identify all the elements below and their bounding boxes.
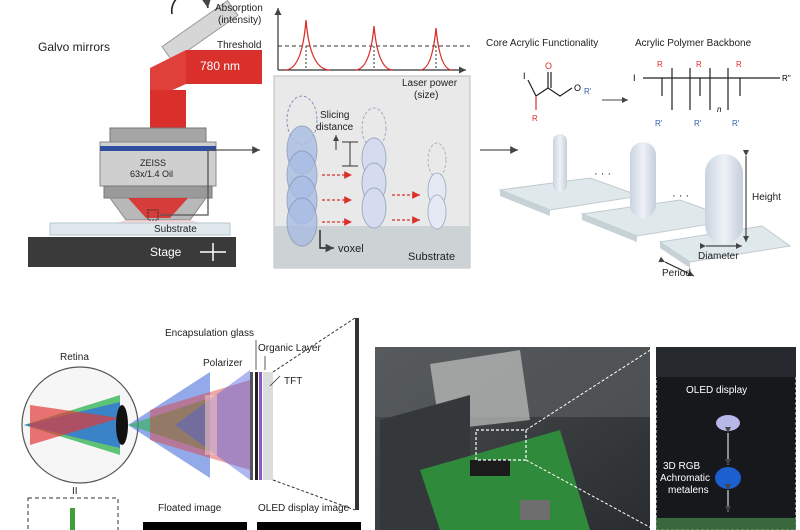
- height-label: Height: [752, 192, 781, 203]
- y-axis-label-1: Absorption: [215, 3, 263, 14]
- encapsulation-layer: [255, 372, 258, 480]
- polymer-backbone-structure: [643, 68, 780, 110]
- chemistry-diagram: I O O R' R I R R R R'' R' R' R' n: [498, 60, 791, 277]
- threshold-label: Threshold: [217, 40, 262, 51]
- pillar-2: [630, 142, 656, 218]
- svg-text:R: R: [696, 60, 702, 69]
- svg-text:R: R: [736, 60, 742, 69]
- dashed-box: [27, 497, 119, 530]
- period-label: Period: [662, 268, 691, 279]
- peak-3: [419, 27, 453, 71]
- encapsulation-label: Encapsulation glass: [165, 328, 254, 339]
- voxel-stack-3: [427, 142, 447, 230]
- svg-text:R': R': [732, 119, 740, 128]
- substrate-plate: [49, 222, 231, 236]
- laser-beam-horizontal: [186, 50, 262, 84]
- period-arrow: [658, 256, 695, 277]
- diameter-label: Diameter: [698, 251, 739, 262]
- svg-text:R: R: [532, 114, 538, 123]
- slicing-label-1: Slicing: [320, 110, 350, 121]
- y-axis-label-2: (intensity): [218, 15, 262, 26]
- objective-brand: ZEISS: [140, 158, 167, 168]
- svg-text:R': R': [655, 119, 663, 128]
- inset-metalens-3: metalens: [668, 485, 709, 496]
- stage-arrows-icon: [200, 243, 226, 261]
- retina-label: Retina: [60, 352, 89, 363]
- eye-lens: [116, 405, 128, 445]
- core-title: Core Acrylic Functionality: [486, 38, 599, 49]
- oled-glow: [716, 415, 740, 431]
- voxel-stack-1: [286, 95, 318, 247]
- plate-1: [498, 177, 641, 211]
- galvo-label: Galvo mirrors: [38, 40, 111, 54]
- organic-layer: [259, 372, 262, 480]
- oled-image: [257, 522, 361, 530]
- svg-text:I: I: [633, 73, 636, 83]
- pillar-3: [705, 154, 743, 244]
- voxel-pointer: [319, 230, 334, 253]
- svg-text:R': R': [694, 119, 702, 128]
- laser-beam-vertical: [150, 90, 186, 130]
- oled-image-label: OLED display image: [258, 503, 350, 514]
- voxel-stack-2: [361, 107, 387, 229]
- backbone-title: Acrylic Polymer Backbone: [635, 38, 752, 49]
- svg-text:R'': R'': [782, 74, 791, 83]
- slicing-label-2: distance: [316, 122, 354, 133]
- objective-top: [109, 127, 207, 143]
- inset-metalens-2: Achromatic: [660, 473, 711, 484]
- focused-beam: [128, 198, 188, 218]
- svg-text:R': R': [584, 87, 592, 96]
- laser-beam-reflect: [150, 50, 186, 100]
- zoom-box: [475, 429, 527, 461]
- substrate-label-left: Substrate: [154, 224, 197, 235]
- core-acrylic-structure: [527, 72, 573, 110]
- svg-text:n: n: [717, 105, 722, 114]
- inset-photo: [655, 346, 797, 530]
- ellipsis-1: · · ·: [594, 168, 612, 180]
- x-axis-label-1: Laser power: [402, 78, 458, 89]
- inset-oled-label: OLED display: [686, 385, 748, 396]
- tft-layer: [263, 372, 273, 480]
- x-axis-label-2: (size): [414, 90, 439, 101]
- svg-text:R: R: [657, 60, 663, 69]
- optics-diagram: [21, 317, 361, 530]
- inset-metalens-1: 3D RGB: [663, 461, 701, 472]
- rotation-arrow-icon: [170, 0, 212, 15]
- polarizer-label: Polarizer: [203, 358, 243, 369]
- tft-label: TFT: [284, 376, 303, 387]
- svg-text:O: O: [574, 83, 581, 93]
- peak-2: [354, 25, 394, 71]
- floated-image: [143, 522, 247, 530]
- stage-label: Stage: [150, 245, 182, 259]
- screen-edge: [355, 318, 359, 510]
- focus-box: [147, 209, 159, 221]
- svg-text:O: O: [545, 61, 552, 71]
- voxel-diagram: [273, 8, 518, 269]
- polarizer-layer: [250, 372, 253, 480]
- galvo-mirror: [161, 0, 239, 63]
- device-photo: [375, 346, 656, 530]
- floated-image-label: Floated image: [158, 503, 222, 514]
- pillar-1: [553, 134, 567, 192]
- objective-ring: [103, 185, 213, 199]
- objective-spec: 63x/1.4 Oil: [130, 169, 174, 179]
- organic-label: Organic Layer: [258, 343, 321, 354]
- voxel-label: voxel: [338, 243, 364, 255]
- microscope-diagram: [28, 0, 262, 267]
- svg-text:I: I: [523, 71, 526, 81]
- connector-arrow: [160, 146, 260, 216]
- equals-label: II: [72, 486, 78, 497]
- substrate-label-middle: Substrate: [408, 251, 456, 263]
- ellipsis-2: · · ·: [672, 190, 690, 202]
- peak-1: [284, 19, 331, 71]
- wavelength-label: 780 nm: [200, 59, 241, 73]
- metalens: [715, 467, 741, 489]
- scan-arrows: [322, 171, 420, 226]
- objective-band: [100, 146, 216, 151]
